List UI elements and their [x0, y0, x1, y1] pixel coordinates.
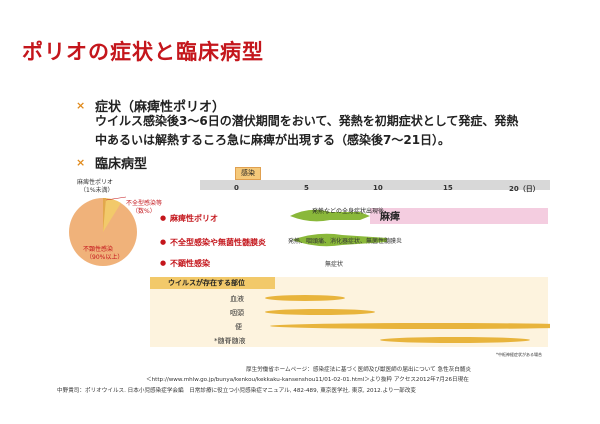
pie-label-inapparent-pct: （90%以上）: [86, 254, 124, 261]
infection-marker: 感染: [235, 167, 261, 180]
pie-slice-paralytic: [103, 197, 106, 232]
phase-incomplete-bar: [292, 233, 387, 247]
virus-presence-bars: [265, 295, 550, 343]
timeline-axis: [200, 180, 550, 190]
pie-label-paralytic: 麻痺性ポリオ: [77, 179, 114, 186]
section-symptoms-heading: 症状（麻痺性ポリオ）: [95, 100, 226, 115]
phase-note-inapparent: 無症状: [325, 261, 344, 268]
pie-label-incomplete-pct: （数%）: [132, 208, 156, 215]
site-label-stool: 便: [235, 323, 242, 331]
bar-blood: [265, 295, 345, 301]
page-title: ポリオの症状と臨床病型: [22, 40, 264, 64]
type-label-incomplete: 不全型感染や無菌性髄膜炎: [170, 238, 266, 247]
bar-stool: [270, 323, 550, 329]
phase-note-paralytic: 発熱などの全身症状出現後: [312, 208, 385, 215]
pie-label-incomplete: 不全型感染等: [126, 200, 163, 207]
phase-paralysis-label: 麻痺: [380, 212, 400, 223]
pie-label-paralytic-pct: （1%未満）: [80, 187, 114, 194]
bullet-marker: ×: [76, 156, 86, 169]
phase-fever-bar: [290, 209, 370, 222]
bar-csf: [380, 337, 530, 343]
virus-footnote: *中枢神経症状がある場合: [496, 352, 542, 357]
tick-label: 5: [304, 184, 309, 192]
source-line-2: ＜http://www.mhlw.go.jp/bunya/kenkou/kekk…: [146, 377, 469, 383]
site-label-pharynx: 咽頭: [230, 309, 244, 317]
pie-slice-incomplete: [103, 197, 121, 232]
phase-note-incomplete: 発熱、咽頭痛、消化器症状、無菌性髄膜炎: [288, 238, 403, 245]
source-line-3: 中野貴司：ポリオウイルス. 日本小児感染症学会編 日常診療に役立つ小児感染症マニ…: [57, 388, 416, 394]
pie-label-inapparent: 不顕性感染: [83, 246, 114, 253]
tick-label: 15: [443, 184, 453, 192]
site-label-blood: 血液: [230, 295, 244, 303]
symptoms-line-1: ウイルス感染後3〜6日の潜伏期間をおいて、発熱を初期症状として発症、発熱: [95, 114, 519, 128]
tick-label: 20（日）: [509, 185, 540, 193]
source-line-1: 厚生労働省ホームページ：感染症法に基づく医師及び獣医師の届出について 急性灰白髄…: [246, 367, 472, 373]
bar-pharynx: [265, 309, 375, 315]
symptoms-line-2: 中あるいは解熱するころ急に麻痺が出現する（感染後7〜21日）。: [95, 133, 451, 147]
bullet-marker: ×: [76, 99, 86, 112]
phase-paralysis-bar: [370, 208, 548, 224]
virus-site-header: ウイルスが存在する部位: [150, 277, 275, 289]
tick-label: 0: [234, 184, 239, 192]
clinical-type-pie-chart: [69, 196, 137, 266]
type-label-paralytic: 麻痺性ポリオ: [170, 214, 218, 223]
tick-label: 10: [373, 184, 383, 192]
site-label-csf: *髄脊髄液: [214, 337, 246, 345]
type-label-inapparent: 不顕性感染: [170, 259, 210, 268]
section-clinical-type-heading: 臨床病型: [95, 157, 148, 172]
